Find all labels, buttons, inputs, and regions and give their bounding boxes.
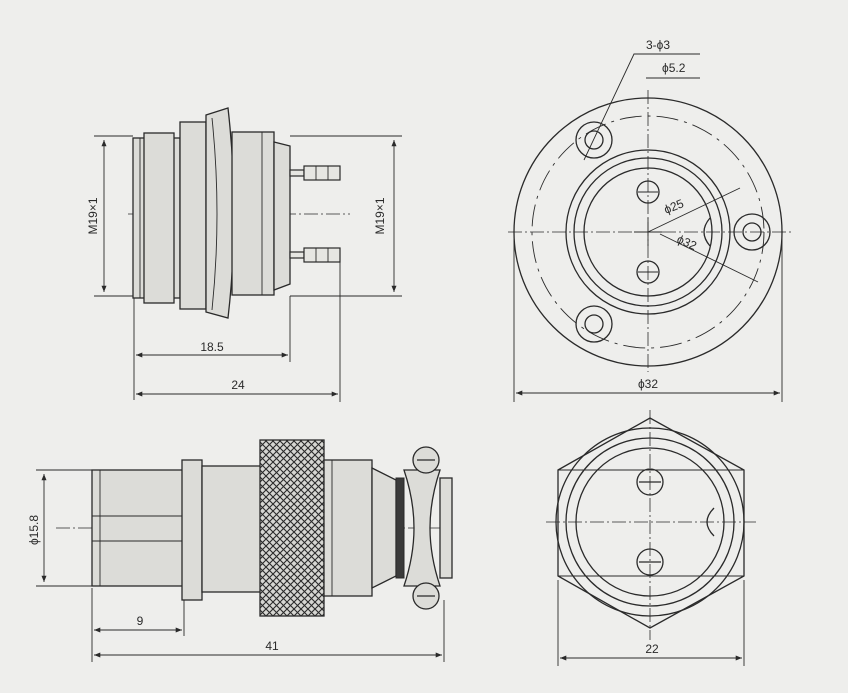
thread-label-right: M19×1 [373, 197, 387, 234]
mounting-hole-right [733, 213, 771, 251]
mounting-hole-bottom-left [575, 305, 613, 343]
hex-width-label: 22 [645, 642, 659, 656]
screw-top [412, 446, 440, 474]
pin-circle-label: ϕ32 [675, 232, 699, 253]
hex-screw-top [636, 468, 664, 496]
flange-front-view: 3-ϕ3 ϕ5.2 ϕ25 ϕ32 ϕ32 [508, 38, 792, 402]
hole-callout: 3-ϕ3 [646, 38, 670, 52]
hex-front-view: 22 [546, 410, 756, 666]
plug-diameter-label: ϕ15.8 [27, 515, 41, 545]
thread-label-left: M19×1 [86, 197, 100, 234]
dim-18-5: 18.5 [200, 340, 224, 354]
dim-41: 41 [265, 639, 279, 653]
hex-screw-bottom [636, 548, 664, 576]
panel-receptacle-side-view: M19×1 M19×1 18.5 24 [86, 107, 402, 402]
dim-9: 9 [137, 614, 144, 628]
inner-diameter-label: ϕ25 [662, 196, 686, 217]
bolt-circle-callout: ϕ5.2 [662, 61, 686, 75]
dim-24: 24 [231, 378, 245, 392]
mounting-hole-top-left [575, 121, 613, 159]
screw-bottom [412, 582, 440, 610]
outer-diameter-label: ϕ32 [638, 377, 658, 391]
cable-plug-side-view: ϕ15.8 9 41 [27, 439, 453, 662]
